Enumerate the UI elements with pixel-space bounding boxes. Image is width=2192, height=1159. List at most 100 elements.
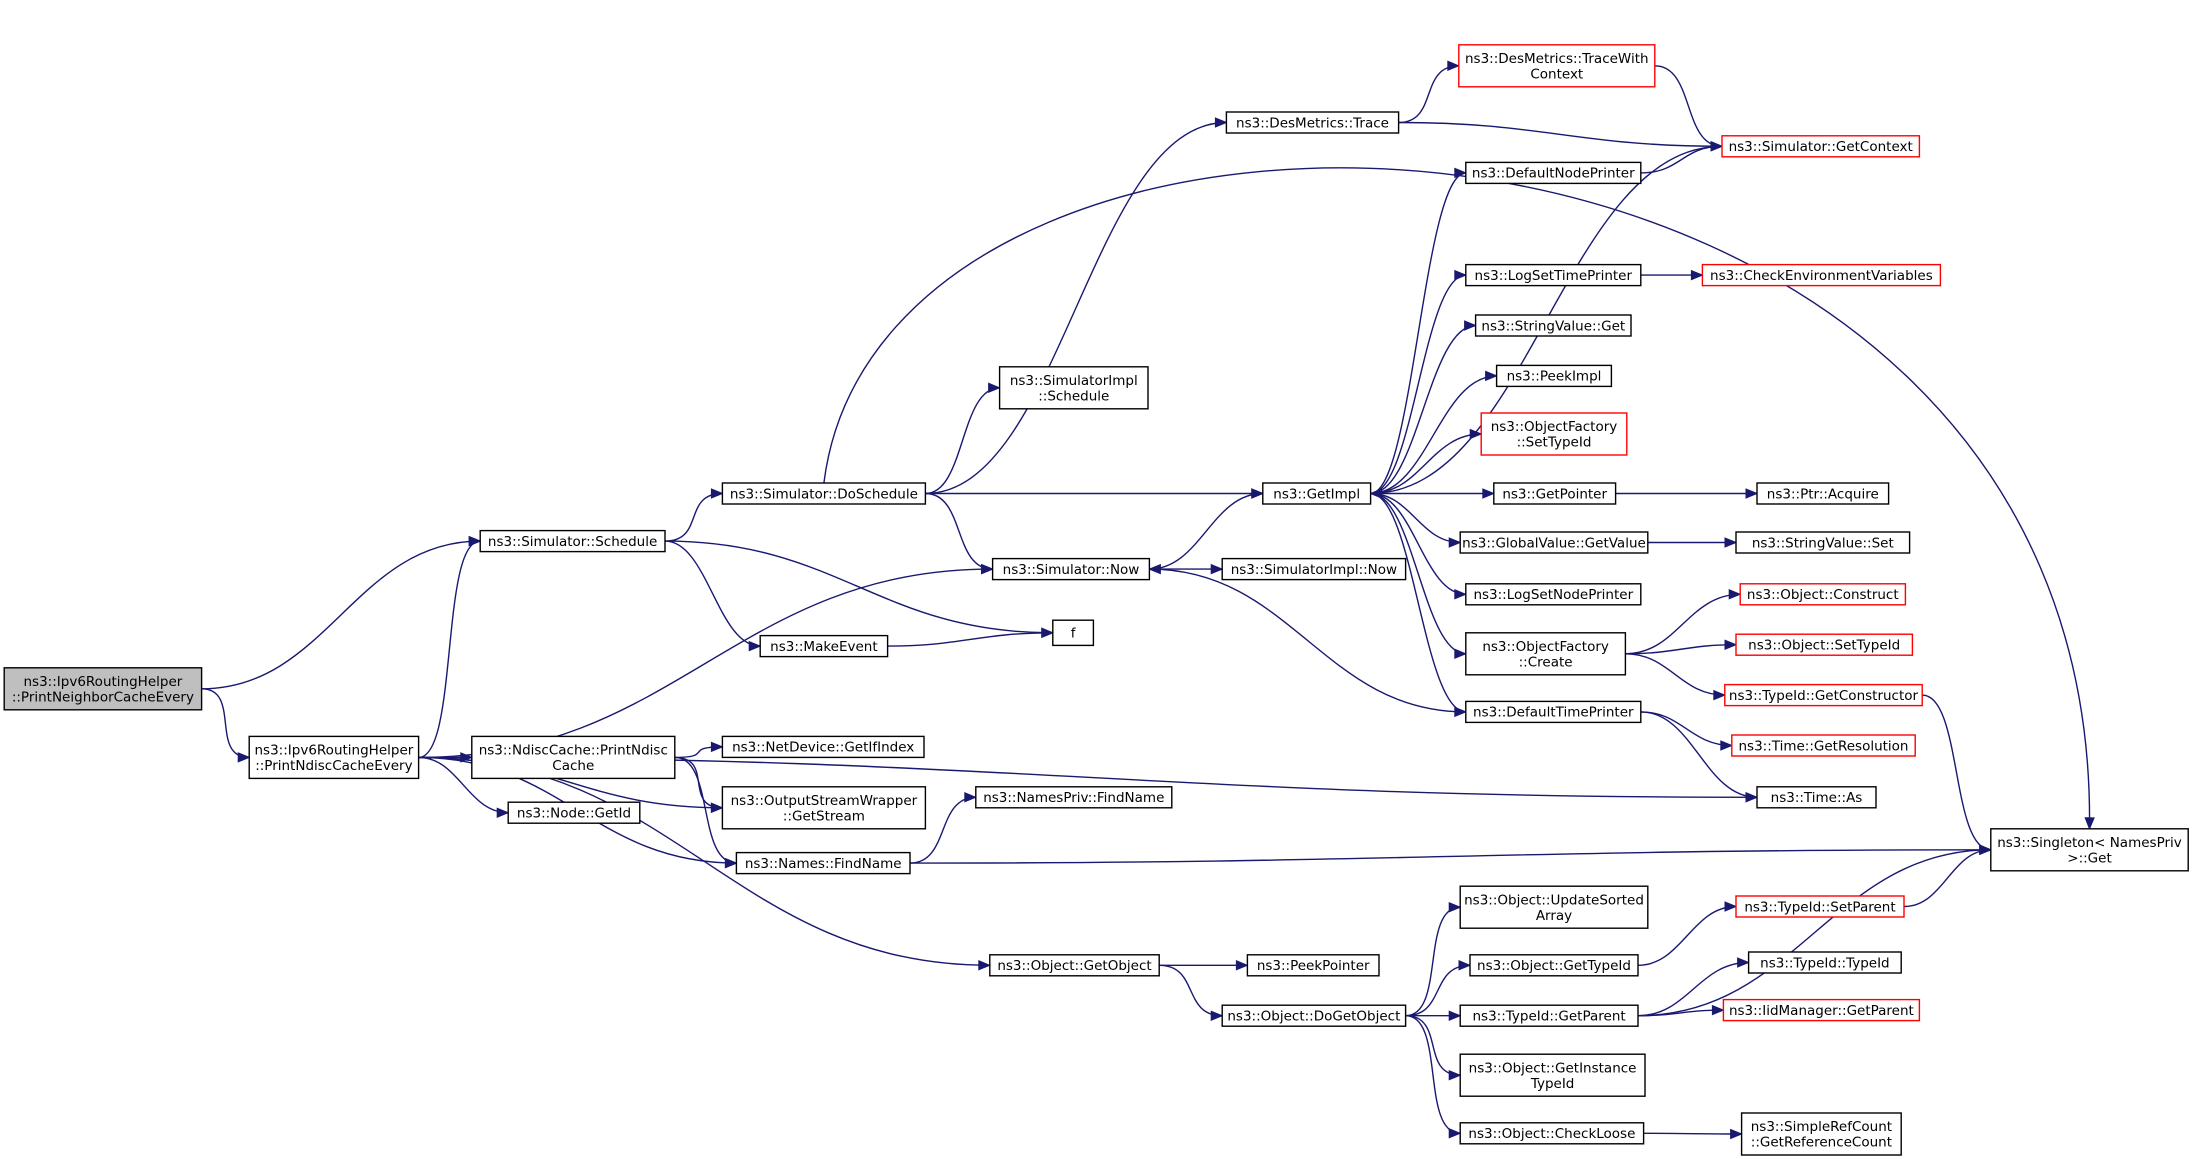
node-box-n21[interactable] (1721, 135, 1921, 158)
graph-node-n37[interactable]: ns3::DefaultTimePrinter (1465, 700, 1642, 724)
node-box-n11[interactable] (721, 735, 925, 759)
graph-node-n14[interactable]: ns3::SimulatorImpl::Schedule (998, 366, 1149, 410)
graph-node-n32[interactable]: ns3::LogSetNodePrinter (1465, 583, 1642, 606)
node-box-n24[interactable] (1701, 263, 1942, 287)
node-box-n33[interactable] (1465, 632, 1627, 676)
graph-node-n10[interactable]: ns3::Names::FindName (735, 851, 911, 875)
graph-node-n48[interactable]: ns3::Object::CheckLoose (1459, 1122, 1645, 1145)
node-box-n4[interactable] (991, 557, 1151, 581)
graph-node-n4[interactable]: ns3::Simulator::Now (991, 557, 1151, 581)
graph-node-n24[interactable]: ns3::CheckEnvironmentVariables (1701, 263, 1942, 287)
node-box-n20[interactable] (1458, 44, 1656, 88)
graph-node-n42[interactable]: ns3::Object::GetTypeId (1469, 954, 1639, 977)
node-box-n16[interactable] (1262, 482, 1372, 505)
node-box-n9[interactable] (721, 786, 927, 830)
graph-node-n1[interactable]: ns3::Simulator::Schedule (479, 529, 666, 553)
graph-node-n12[interactable]: ns3::NamesPriv::FindName (975, 786, 1173, 809)
node-box-n1[interactable] (479, 529, 666, 553)
graph-node-n38[interactable]: ns3::Time::GetResolution (1731, 734, 1916, 757)
graph-node-n17[interactable]: ns3::SimulatorImpl::Now (1221, 557, 1407, 581)
graph-node-n16[interactable]: ns3::GetImpl (1262, 482, 1372, 505)
graph-node-n46[interactable]: ns3::IidManager::GetParent (1722, 998, 1921, 1022)
node-box-n44[interactable] (1459, 1004, 1639, 1027)
graph-node-n9[interactable]: ns3::OutputStreamWrapper::GetStream (721, 786, 927, 830)
node-box-n10[interactable] (735, 851, 911, 875)
graph-node-n11[interactable]: ns3::NetDevice::GetIfIndex (721, 735, 925, 759)
node-box-n30[interactable] (1459, 531, 1649, 554)
graph-node-n27[interactable]: ns3::ObjectFactory::SetTypeId (1480, 412, 1628, 456)
graph-node-n6[interactable]: f (1052, 619, 1095, 647)
node-box-n42[interactable] (1469, 954, 1639, 977)
node-box-n23[interactable] (1465, 263, 1642, 287)
graph-node-n0[interactable]: ns3::Ipv6RoutingHelper::PrintNeighborCac… (3, 667, 203, 711)
graph-node-n30[interactable]: ns3::GlobalValue::GetValue (1459, 531, 1649, 554)
node-box-n29[interactable] (1756, 482, 1890, 505)
node-box-n27[interactable] (1480, 412, 1628, 456)
node-box-n47[interactable] (1459, 1053, 1646, 1097)
graph-node-n18[interactable]: ns3::PeekPointer (1246, 954, 1380, 977)
graph-node-n15[interactable]: ns3::DesMetrics::Trace (1225, 111, 1400, 134)
graph-node-n44[interactable]: ns3::TypeId::GetParent (1459, 1004, 1639, 1027)
node-box-n31[interactable] (1735, 531, 1911, 554)
node-box-n22[interactable] (1465, 161, 1642, 185)
node-box-n17[interactable] (1221, 557, 1407, 581)
node-box-n32[interactable] (1465, 583, 1642, 606)
node-box-n6[interactable] (1052, 619, 1095, 647)
graph-node-n5[interactable]: ns3::MakeEvent (759, 634, 889, 658)
node-box-n34[interactable] (1739, 583, 1907, 606)
node-box-n40[interactable] (1990, 828, 2189, 872)
graph-node-n39[interactable]: ns3::Time::As (1756, 786, 1877, 809)
graph-node-n33[interactable]: ns3::ObjectFactory::Create (1465, 632, 1627, 676)
graph-node-n26[interactable]: ns3::PeekImpl (1495, 364, 1613, 388)
graph-node-n23[interactable]: ns3::LogSetTimePrinter (1465, 263, 1642, 287)
node-box-n45[interactable] (1747, 951, 1902, 974)
graph-node-n3[interactable]: ns3::Simulator::DoSchedule (721, 482, 927, 505)
node-box-n39[interactable] (1756, 786, 1877, 809)
graph-node-n21[interactable]: ns3::Simulator::GetContext (1721, 135, 1921, 158)
node-box-n7[interactable] (471, 735, 676, 780)
graph-node-n43[interactable]: ns3::TypeId::SetParent (1735, 895, 1905, 918)
node-box-n49[interactable] (1740, 1112, 1902, 1156)
graph-node-n28[interactable]: ns3::GetPointer (1493, 482, 1617, 505)
node-box-n38[interactable] (1731, 734, 1916, 757)
node-box-n25[interactable] (1474, 314, 1632, 337)
node-box-n15[interactable] (1225, 111, 1400, 134)
node-box-n5[interactable] (759, 634, 889, 658)
graph-node-n7[interactable]: ns3::NdiscCache::PrintNdiscCache (471, 735, 676, 780)
node-box-n2[interactable] (248, 735, 420, 780)
node-box-n36[interactable] (1724, 683, 1923, 707)
node-box-n12[interactable] (975, 786, 1173, 809)
graph-node-n22[interactable]: ns3::DefaultNodePrinter (1465, 161, 1642, 185)
node-box-n26[interactable] (1495, 364, 1613, 388)
node-box-n37[interactable] (1465, 700, 1642, 724)
node-box-n3[interactable] (721, 482, 927, 505)
graph-node-n36[interactable]: ns3::TypeId::GetConstructor (1724, 683, 1923, 707)
graph-node-n8[interactable]: ns3::Node::GetId (507, 801, 641, 824)
node-box-n19[interactable] (1221, 1004, 1407, 1027)
graph-node-n40[interactable]: ns3::Singleton< NamesPriv >::Get (1990, 828, 2189, 872)
graph-node-n19[interactable]: ns3::Object::DoGetObject (1221, 1004, 1407, 1027)
node-box-n43[interactable] (1735, 895, 1905, 918)
graph-node-n34[interactable]: ns3::Object::Construct (1739, 583, 1907, 606)
graph-node-n49[interactable]: ns3::SimpleRefCount::GetReferenceCount (1740, 1112, 1902, 1156)
node-box-n0[interactable] (3, 667, 203, 711)
node-box-n46[interactable] (1722, 998, 1921, 1022)
graph-node-n31[interactable]: ns3::StringValue::Set (1735, 531, 1911, 554)
graph-node-n45[interactable]: ns3::TypeId::TypeId (1747, 951, 1902, 974)
node-box-n14[interactable] (998, 366, 1149, 410)
node-box-n28[interactable] (1493, 482, 1617, 505)
node-box-n8[interactable] (507, 801, 641, 824)
graph-node-n35[interactable]: ns3::Object::SetTypeId (1735, 633, 1914, 656)
graph-node-n25[interactable]: ns3::StringValue::Get (1474, 314, 1632, 337)
node-box-n48[interactable] (1459, 1122, 1645, 1145)
node-box-n18[interactable] (1246, 954, 1380, 977)
graph-node-n2[interactable]: ns3::Ipv6RoutingHelper::PrintNdiscCacheE… (248, 735, 420, 780)
node-box-n41[interactable] (1459, 885, 1649, 929)
node-box-n35[interactable] (1735, 633, 1914, 656)
graph-node-n13[interactable]: ns3::Object::GetObject (989, 954, 1160, 977)
node-box-n13[interactable] (989, 954, 1160, 977)
graph-node-n29[interactable]: ns3::Ptr::Acquire (1756, 482, 1890, 505)
